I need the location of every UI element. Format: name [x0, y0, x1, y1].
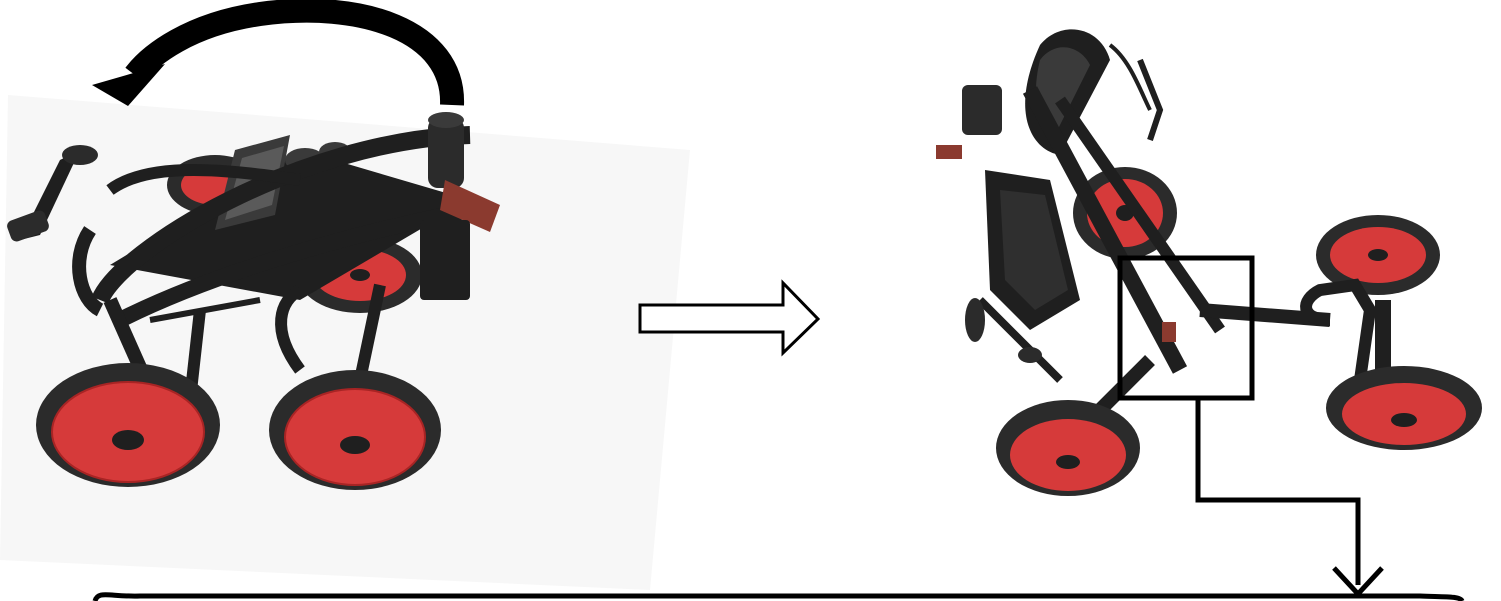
front-wheel-bottom-left — [996, 400, 1140, 496]
front-wheel-right — [269, 370, 441, 490]
lock-latch — [1162, 322, 1176, 342]
folded-trolley-photo — [0, 95, 690, 590]
front-wheel-left — [36, 363, 220, 487]
detail-panel — [95, 595, 1462, 601]
unfolding-trolley-photo — [936, 29, 1482, 496]
red-latch-top — [936, 145, 962, 159]
rotate-arrow-icon — [92, 11, 452, 106]
front-wheel-bottom-right — [1326, 366, 1482, 450]
